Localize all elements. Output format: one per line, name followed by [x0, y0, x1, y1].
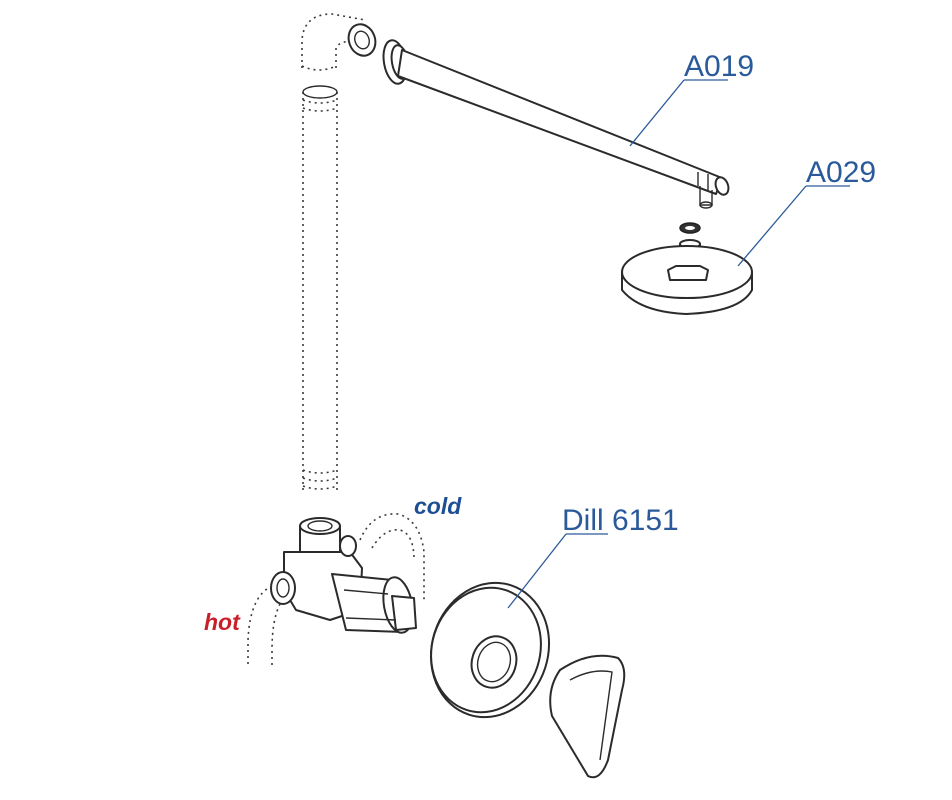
label-cold: cold: [414, 493, 462, 519]
leader-a019-diag: [629, 79, 685, 147]
leader-mixer-diag: [507, 533, 567, 609]
label-hot: hot: [204, 609, 241, 635]
label-mixer: Dill 6151: [562, 504, 679, 537]
mixer-body: [270, 517, 417, 634]
riser-pipe: [302, 85, 338, 490]
label-a019: A019: [684, 50, 754, 83]
lever-handle: [549, 654, 626, 779]
label-a029: A029: [806, 156, 876, 189]
elbow-fitting: [301, 13, 377, 71]
hot-pipe: [247, 585, 281, 668]
escutcheon-plate: [429, 581, 551, 719]
shower-arm: [382, 39, 730, 209]
leader-a029-diag: [737, 185, 807, 267]
shower-head: [621, 245, 753, 315]
cold-pipe: [359, 513, 425, 600]
